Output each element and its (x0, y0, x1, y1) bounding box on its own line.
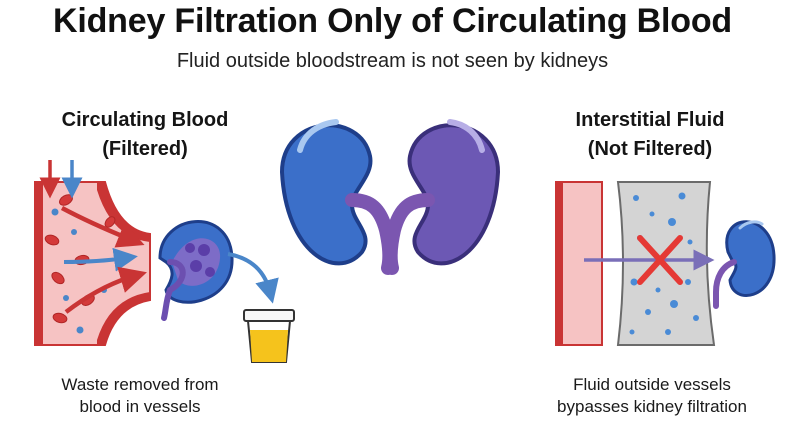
urine-cup-icon (243, 309, 295, 363)
right-panel-heading: Interstitial Fluid (Not Filtered) (530, 106, 770, 164)
page-title: Kidney Filtration Only of Circulating Bl… (53, 2, 732, 40)
small-kidney-right (713, 220, 776, 309)
left-caption-line2: blood in vessels (79, 397, 201, 416)
vessel-wall-right (555, 181, 603, 346)
page-subtitle: Fluid outside bloodstream is not seen by… (176, 50, 609, 72)
small-kidney-left (158, 220, 234, 321)
central-kidney-right (383, 119, 501, 275)
urine-flow-arrow (227, 252, 279, 304)
red-flow-arrow-upper (60, 206, 145, 248)
left-panel-heading: Circulating Blood (Filtered) (30, 106, 260, 164)
left-heading-line1: Circulating Blood (61, 109, 229, 131)
blue-flow-arrow-middle (63, 247, 138, 272)
red-flow-arrow-lower (64, 266, 147, 314)
left-caption-line1: Waste removed from (61, 375, 219, 394)
right-heading-line2: (Not Filtered) (587, 138, 713, 160)
right-caption-line2: bypasses kidney filtration (557, 397, 747, 416)
right-caption-line1: Fluid outside vessels (573, 375, 731, 394)
blocked-cross-icon (637, 235, 683, 285)
central-kidneys-icon (279, 119, 501, 275)
left-heading-line2: (Filtered) (102, 138, 188, 160)
central-kidney-left (279, 119, 397, 275)
left-panel-caption: Waste removed from blood in vessels (20, 374, 260, 418)
right-heading-line1: Interstitial Fluid (575, 109, 725, 131)
blood-vessel-illustration (34, 160, 151, 346)
right-panel-caption: Fluid outside vessels bypasses kidney fi… (526, 374, 778, 418)
